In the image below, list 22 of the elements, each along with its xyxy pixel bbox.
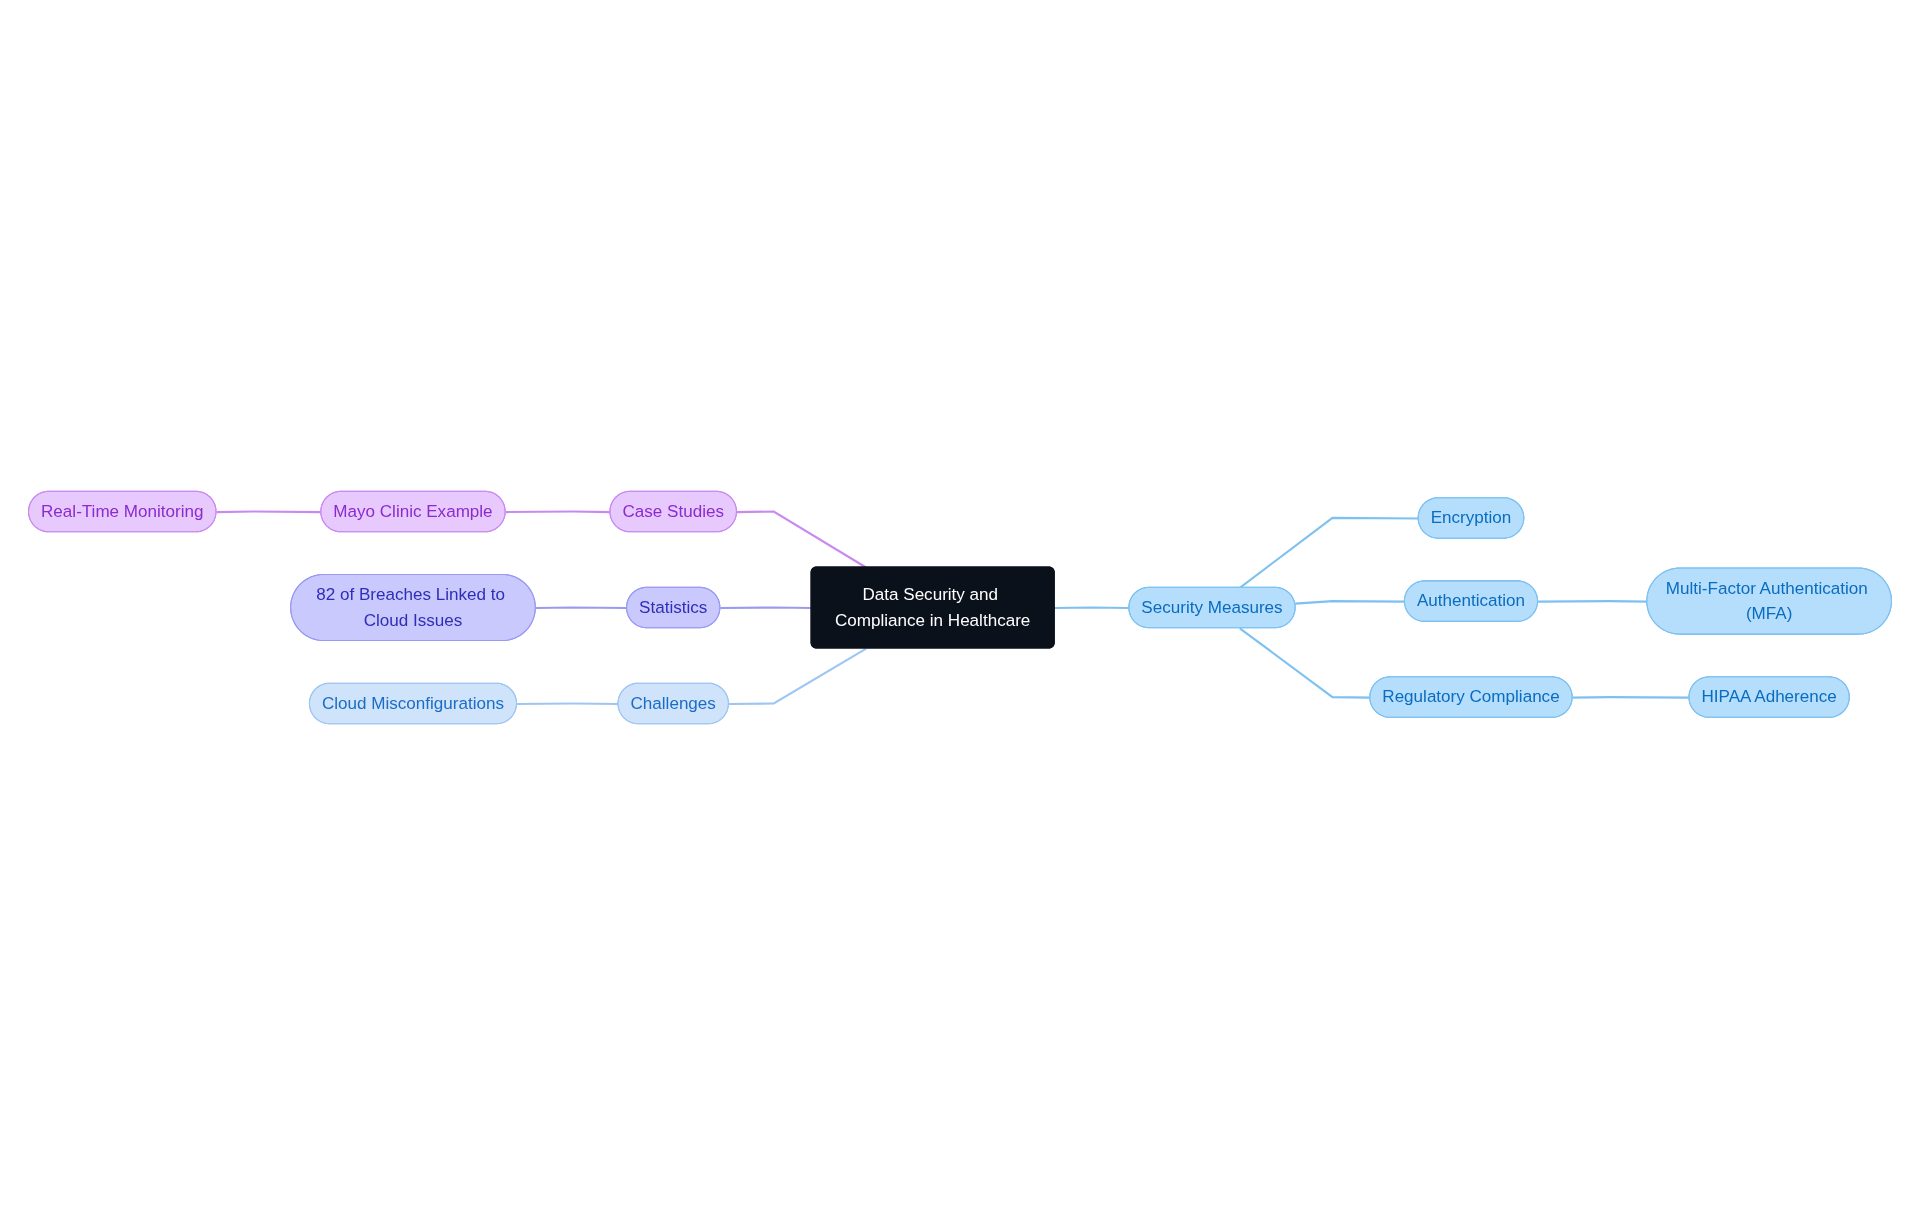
connector-line xyxy=(728,647,867,706)
connector-line xyxy=(1295,600,1405,605)
connector-line xyxy=(1572,696,1690,699)
topic-node: Real-Time Monitoring xyxy=(28,490,217,533)
topic-node: Regulatory Compliance xyxy=(1369,676,1573,718)
connector-line xyxy=(720,606,812,610)
topic-node: Authentication xyxy=(1403,580,1539,622)
topic-node: 82 of Breaches Linked to Cloud Issues xyxy=(290,573,536,642)
topic-node: Challenges xyxy=(617,682,729,725)
topic-node: Data Security and Compliance in Healthcare xyxy=(810,566,1055,649)
connector-line xyxy=(1239,516,1419,589)
topic-node: Encryption xyxy=(1417,497,1525,539)
connector-line xyxy=(216,510,322,514)
connector-line xyxy=(505,510,611,514)
connector-line xyxy=(517,702,619,706)
topic-node: Mayo Clinic Example xyxy=(320,490,506,533)
topic-node: Statistics xyxy=(626,586,721,629)
topic-node: Security Measures xyxy=(1128,586,1296,629)
topic-node: Case Studies xyxy=(609,490,737,533)
topic-node: HIPAA Adherence xyxy=(1688,676,1850,718)
topic-node: Multi-Factor Authentication (MFA) xyxy=(1646,567,1892,635)
topic-node: Cloud Misconfigurations xyxy=(308,682,518,725)
